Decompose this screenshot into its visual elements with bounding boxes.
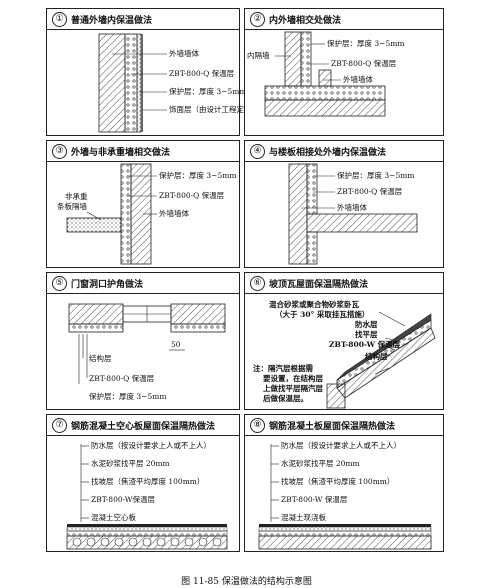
panel-header: ⑦ 钢筋混凝土空心板屋面保温隔热做法 xyxy=(47,415,239,436)
panel-drawing: 保护层：厚度 3~5mm 非承重 条板隔墙 ZBT-800-Q 保温层 外墙墙体 xyxy=(47,162,239,267)
panel-header: ⑤ 门窗洞口护角做法 xyxy=(47,273,239,294)
label-structure: 结构层 xyxy=(89,354,112,363)
pitched-roof-drawing xyxy=(326,311,436,409)
panel-number: ② xyxy=(250,12,265,27)
label-finish: 饰面层（由设计工程定） xyxy=(169,105,252,114)
panel-drawing: 50 结构层 ZBT-800-Q 保温层 保护层：厚度 3~5mm xyxy=(47,294,239,409)
label-slab: 混凝土空心板 xyxy=(91,513,136,522)
wall-section-drawing xyxy=(98,33,167,133)
opening-corner-drawing xyxy=(68,303,226,384)
panel-6: ⑥ 坡顶瓦屋面保温隔热做法 混合砂浆或聚合物砂浆卧瓦 （大于 30° 采取挂瓦措… xyxy=(244,272,444,410)
label-insulation: ZBT-800-Q 保温层 xyxy=(331,59,397,68)
label-protection: 保护层：厚度 3~5mm xyxy=(169,87,247,96)
panel-number: ⑤ xyxy=(52,276,67,291)
panel-3: ③ 外墙与非承重墙相交做法 保护层：厚度 3~5mm 非承重 条板隔墙 ZBT-… xyxy=(46,140,240,268)
panel-number: ④ xyxy=(250,144,265,159)
label-wall: 外墙墙体 xyxy=(169,49,199,58)
panel-5: ⑤ 门窗洞口护角做法 50 结构层 ZBT-800-Q 保温层 保护层：厚度 3… xyxy=(46,272,240,410)
label-dimension: 50 xyxy=(171,340,181,349)
label-tile-note: （大于 30° 采取挂瓦措施） xyxy=(275,310,370,319)
panel-7: ⑦ 钢筋混凝土空心板屋面保温隔热做法 防水层（按设计要求上人或不上人） 水泥砂浆… xyxy=(46,414,240,552)
panel-title: 外墙与非承重墙相交做法 xyxy=(71,148,171,158)
panel-drawing: 外墙墙体 ZBT-800-Q 保温层 保护层：厚度 3~5mm 饰面层（由设计工… xyxy=(47,30,252,135)
label-slab: 混凝土现浇板 xyxy=(281,513,326,522)
label-insulation: ZBT-800-Q 保温层 xyxy=(159,191,225,200)
label-leveling: 找平层 xyxy=(355,330,378,339)
label-insulation: ZBT-800-W 保温层 xyxy=(329,340,401,349)
note-line-2: 要设置，在结构层 xyxy=(263,374,323,383)
label-leveling: 水泥砂浆找平层 20mm xyxy=(91,459,170,468)
label-waterproof: 防水层 xyxy=(355,320,378,329)
panel-title: 普通外墙内保温做法 xyxy=(71,16,153,26)
panel-header: ⑥ 坡顶瓦屋面保温隔热做法 xyxy=(245,273,443,294)
label-waterproof: 防水层（按设计要求上人或不上人） xyxy=(281,441,401,450)
panel-number: ⑥ xyxy=(250,276,265,291)
partition-junction-drawing xyxy=(66,163,157,265)
panel-title: 钢筋混凝土板屋面保温隔热做法 xyxy=(269,422,396,432)
note-line-1: 注：隔汽层根据需 xyxy=(253,364,313,373)
panel-title: 内外墙相交处做法 xyxy=(269,16,342,26)
panel-title: 与楼板相接处外墙内保温做法 xyxy=(269,148,387,158)
floor-junction-drawing xyxy=(288,163,418,265)
panel-header: ⑧ 钢筋混凝土板屋面保温隔热做法 xyxy=(245,415,443,436)
label-insulation: ZBT-800-Q 保温层 xyxy=(89,374,155,383)
label-waterproof: 防水层（按设计要求上人或不上人） xyxy=(91,441,211,450)
panel-2: ② 内外墙相交处做法 保护层：厚度 3~5mm 内隔墙 ZBT-800-Q 保温… xyxy=(244,8,444,136)
panel-8: ⑧ 钢筋混凝土板屋面保温隔热做法 防水层（按设计要求上人或不上人） 水泥砂浆找平… xyxy=(244,414,444,552)
label-slope: 找坡层（焦渣平均厚度 100mm） xyxy=(91,477,205,486)
panel-number: ⑧ xyxy=(250,418,265,433)
note-line-3: 上做找平层隔汽层 xyxy=(263,384,323,393)
label-protection: 保护层：厚度 3~5mm xyxy=(327,39,405,48)
label-leveling: 水泥砂浆找平层 20mm xyxy=(281,459,360,468)
panel-header: ① 普通外墙内保温做法 xyxy=(47,9,239,30)
label-inner-wall: 内隔墙 xyxy=(247,51,270,60)
label-wall: 外墙墙体 xyxy=(337,203,367,212)
panel-title: 坡顶瓦屋面保温隔热做法 xyxy=(269,280,369,290)
panel-drawing: 保护层：厚度 3~5mm 内隔墙 ZBT-800-Q 保温层 外墙墙体 xyxy=(245,30,443,135)
panel-drawing: 混合砂浆或聚合物砂浆卧瓦 （大于 30° 采取挂瓦措施） 防水层 找平层 ZBT… xyxy=(245,294,443,409)
panel-1: ① 普通外墙内保温做法 外墙墙体 ZBT-800-Q 保温层 保护层：厚度 3~… xyxy=(46,8,252,136)
panel-header: ③ 外墙与非承重墙相交做法 xyxy=(47,141,239,162)
panel-number: ① xyxy=(52,12,67,27)
panel-number: ⑦ xyxy=(52,418,67,433)
label-protection: 保护层：厚度 3~5mm xyxy=(89,392,167,401)
label-insulation: ZBT-800-Q 保温层 xyxy=(337,187,403,196)
label-insulation: ZBT-800-W 保温层 xyxy=(281,495,348,504)
panel-4: ④ 与楼板相接处外墙内保温做法 保护层：厚度 3~5mm ZBT-800-Q 保… xyxy=(244,140,444,268)
panel-header: ② 内外墙相交处做法 xyxy=(245,9,443,30)
panel-drawing: 防水层（按设计要求上人或不上人） 水泥砂浆找平层 20mm 找坡层（焦渣平均厚度… xyxy=(47,436,239,551)
panel-title: 钢筋混凝土空心板屋面保温隔热做法 xyxy=(71,422,216,432)
hollow-slab-roof-drawing xyxy=(66,444,228,550)
panel-number: ③ xyxy=(52,144,67,159)
label-insulation: ZBT-800-Q 保温层 xyxy=(169,69,235,78)
label-protection: 保护层：厚度 3~5mm xyxy=(159,171,237,180)
label-wall: 外墙墙体 xyxy=(343,75,373,84)
label-insulation: ZBT-800-W保温层 xyxy=(91,495,155,504)
label-partition: 非承重 xyxy=(65,192,88,201)
panel-drawing: 防水层（按设计要求上人或不上人） 水泥砂浆找平层 20mm 找坡层（焦渣平均厚度… xyxy=(245,436,443,551)
wall-junction-drawing xyxy=(264,31,386,117)
label-structure: 结构层 xyxy=(365,352,388,361)
panel-drawing: 保护层：厚度 3~5mm ZBT-800-Q 保温层 外墙墙体 xyxy=(245,162,443,267)
label-wall: 外墙墙体 xyxy=(159,209,189,218)
label-protection: 保护层：厚度 3~5mm xyxy=(337,171,415,180)
panel-title: 门窗洞口护角做法 xyxy=(71,280,144,290)
note-line-4: 后做保温层。 xyxy=(263,394,308,403)
cast-slab-roof-drawing xyxy=(258,444,432,550)
figure-caption: 图 11-85 保温做法的结构示意图 xyxy=(181,577,312,587)
label-tile-bed: 混合砂浆或聚合物砂浆卧瓦 xyxy=(269,300,359,309)
panel-header: ④ 与楼板相接处外墙内保温做法 xyxy=(245,141,443,162)
label-partition-2: 条板隔墙 xyxy=(57,202,87,211)
label-slope: 找坡层（焦渣平均厚度 100mm） xyxy=(281,477,395,486)
